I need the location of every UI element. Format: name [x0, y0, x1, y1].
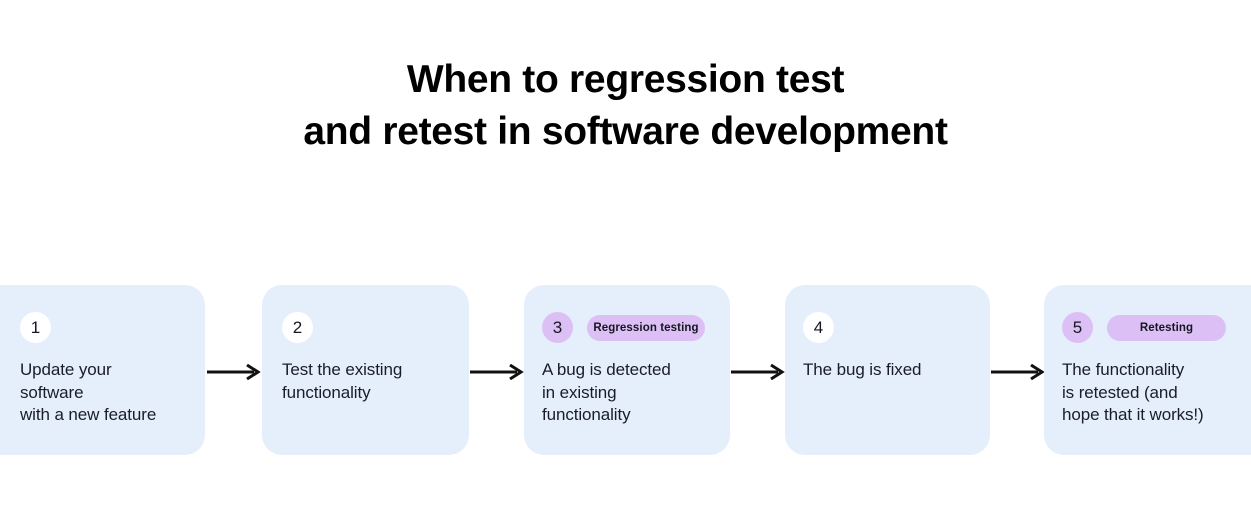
step-number-badge-1: 1	[20, 312, 51, 343]
flow-arrow-2-to-3	[469, 364, 524, 380]
flow-step-2: 2 Test the existing functionality	[262, 285, 469, 455]
page-title: When to regression test and retest in so…	[0, 54, 1251, 158]
flow-arrow-3-to-4	[730, 364, 785, 380]
flow-step-4-content: 4 The bug is fixed	[803, 312, 972, 455]
flow-step-3: 3 Regression testing A bug is detected i…	[524, 285, 730, 455]
step-number-badge-2: 2	[282, 312, 313, 343]
flow-step-4: 4 The bug is fixed	[785, 285, 990, 455]
flow-step-1-header: 1	[20, 312, 187, 343]
flow-step-5-content: 5 Retesting The functionality is reteste…	[1062, 312, 1243, 455]
flow-step-1-content: 1 Update your software with a new featur…	[20, 312, 187, 455]
process-flow: 1 Update your software with a new featur…	[0, 285, 1251, 455]
flow-step-3-content: 3 Regression testing A bug is detected i…	[542, 312, 712, 455]
step-tag-retesting: Retesting	[1107, 314, 1226, 341]
arrow-right-icon	[470, 364, 524, 380]
flow-step-5: 5 Retesting The functionality is reteste…	[1044, 285, 1251, 455]
flow-step-5-text: The functionality is retested (and hope …	[1062, 360, 1204, 424]
step-number-badge-5: 5	[1062, 312, 1093, 343]
flow-step-5-header: 5 Retesting	[1062, 312, 1243, 343]
arrow-right-icon	[207, 364, 261, 380]
flow-arrow-4-to-5	[990, 364, 1045, 380]
flow-step-4-text: The bug is fixed	[803, 360, 922, 379]
step-tag-regression-testing: Regression testing	[587, 314, 705, 341]
step-number-badge-3: 3	[542, 312, 573, 343]
flow-step-1: 1 Update your software with a new featur…	[0, 285, 205, 455]
flow-step-2-header: 2	[282, 312, 451, 343]
step-number-badge-4: 4	[803, 312, 834, 343]
flow-arrow-1-to-2	[206, 364, 261, 380]
flow-step-4-header: 4	[803, 312, 972, 343]
flow-step-1-text: Update your software with a new feature	[20, 360, 157, 424]
arrow-right-icon	[731, 364, 785, 380]
page-title-line-1: When to regression test	[406, 58, 845, 101]
flow-step-3-text: A bug is detected in existing functional…	[542, 360, 671, 424]
flow-step-2-text: Test the existing functionality	[282, 360, 403, 402]
flow-step-2-content: 2 Test the existing functionality	[282, 312, 451, 455]
flow-step-3-header: 3 Regression testing	[542, 312, 712, 343]
page-title-line-2: and retest in software development	[303, 110, 948, 153]
arrow-right-icon	[991, 364, 1045, 380]
